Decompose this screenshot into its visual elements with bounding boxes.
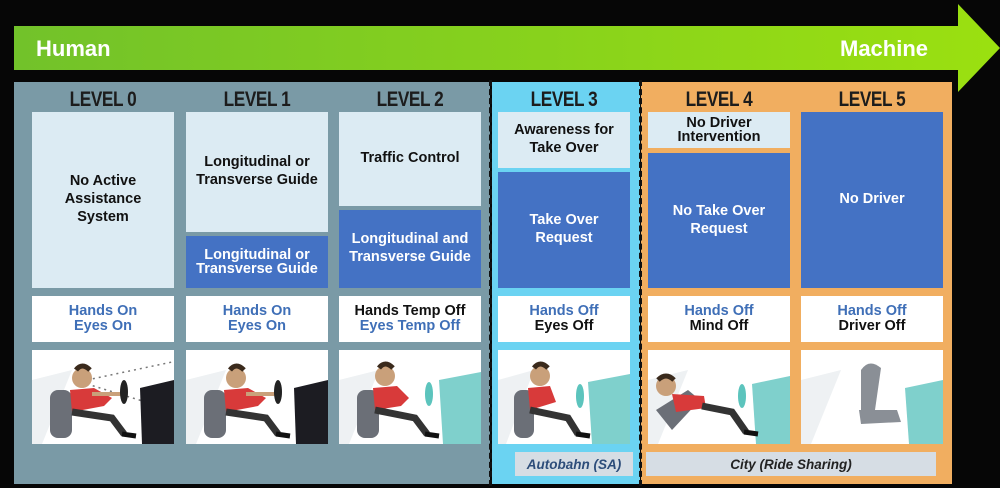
level-3-hands-eyes: Hands Off Eyes Off (498, 296, 630, 342)
level-4-hands-line1: Hands Off (684, 302, 754, 319)
level-2-title: LEVEL 2 (376, 88, 444, 111)
level-5-hands-line2: Driver Off (838, 318, 906, 334)
level-1-hands-line1: Hands On (222, 302, 292, 319)
divider-dashed-right (639, 80, 642, 486)
level-2-driver-illustration (339, 350, 481, 444)
level-4-title: LEVEL 4 (685, 88, 753, 111)
level-1-driver-illustration (186, 350, 328, 444)
level-2-description: Traffic Control (339, 112, 481, 206)
arrow-label-human: Human (36, 36, 111, 61)
divider-dashed-left (489, 80, 492, 486)
level-3-hands-line1: Hands Off (529, 302, 599, 319)
level-1-sub-description: Longitudinal or Transverse Guide (186, 236, 328, 288)
level-4-description: No Driver Intervention (648, 112, 790, 148)
level-0-hands-eyes: Hands On Eyes On (32, 296, 174, 342)
level-3-sub-description: Take Over Request (498, 172, 630, 288)
level-2-hands-line2: Eyes Temp Off (359, 318, 461, 334)
level-1-description: Longitudinal or Transverse Guide (186, 112, 328, 232)
level-1-hands-eyes: Hands On Eyes On (186, 296, 328, 342)
level-4-driver-illustration (648, 350, 790, 444)
level-5-hands-eyes: Hands Off Driver Off (801, 296, 943, 342)
level-0-hands-line2: Eyes On (73, 318, 133, 334)
level-5-title: LEVEL 5 (838, 88, 906, 111)
level-3-driver-illustration (498, 350, 630, 444)
level-0-title: LEVEL 0 (69, 88, 137, 111)
level-5-hands-line1: Hands Off (837, 302, 907, 319)
level-4-sub-description: No Take Over Request (648, 153, 790, 288)
level-0-hands-line1: Hands On (68, 302, 138, 319)
level-3-hands-line2: Eyes Off (534, 318, 594, 334)
level-1-hands-line2: Eyes On (227, 318, 287, 334)
level-4-hands-eyes: Hands Off Mind Off (648, 296, 790, 342)
level-3-title: LEVEL 3 (530, 88, 598, 111)
arrow-label-machine: Machine (840, 36, 929, 61)
level-1-title: LEVEL 1 (223, 88, 291, 111)
level-2-hands-eyes: Hands Temp Off Eyes Temp Off (339, 296, 481, 342)
use-case-autobahn: Autobahn (SA) (515, 452, 633, 476)
level-2-hands-line1: Hands Temp Off (354, 302, 466, 319)
level-0-driver-illustration (32, 350, 174, 444)
level-2-sub-description: Longitudinal and Transverse Guide (339, 210, 481, 288)
level-4-hands-line2: Mind Off (689, 318, 749, 334)
level-5-description: No Driver (801, 112, 943, 288)
level-3-description: Awareness for Take Over (498, 112, 630, 168)
level-5-driver-illustration (801, 350, 943, 444)
use-case-city: City (Ride Sharing) (646, 452, 936, 476)
level-0-description: No Active Assistance System (32, 112, 174, 288)
human-machine-arrow (14, 4, 1000, 92)
